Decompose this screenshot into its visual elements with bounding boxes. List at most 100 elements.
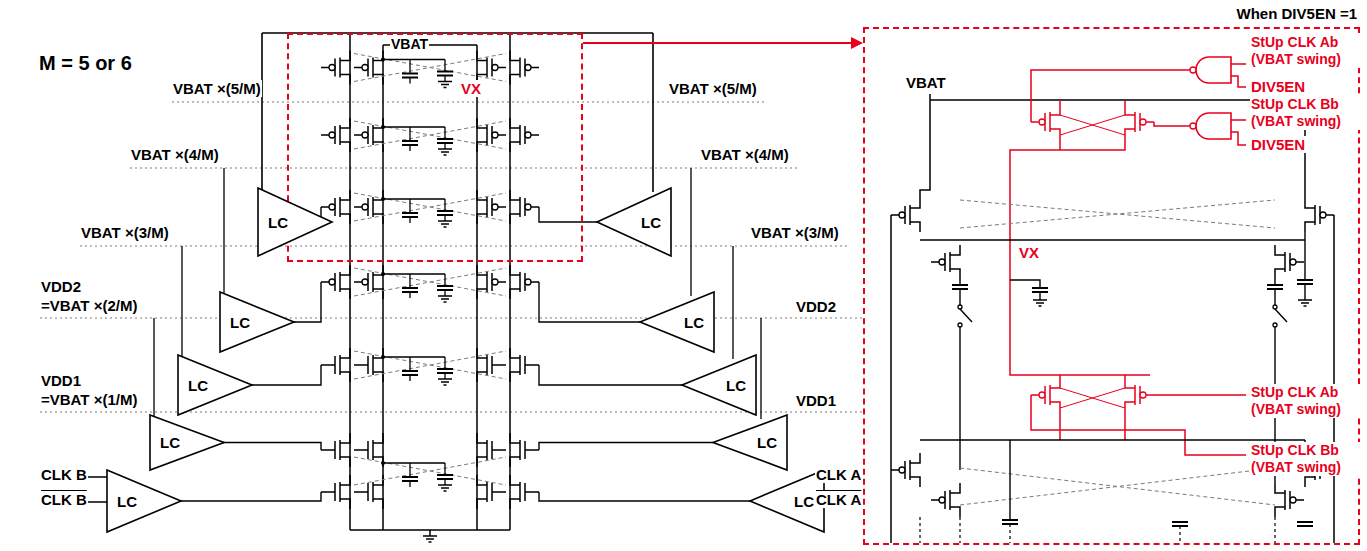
capacitor-symbol — [437, 211, 453, 215]
ground-symbol — [438, 82, 452, 88]
note: M = 5 or 6 — [38, 52, 133, 75]
inversion-bubble — [1290, 259, 1296, 265]
ground-symbol — [438, 379, 452, 385]
wire — [539, 492, 750, 501]
junction-dot — [381, 355, 385, 359]
transistor-symbol — [354, 348, 383, 382]
block-label: LC — [159, 434, 181, 451]
capacitor-symbol — [437, 475, 453, 479]
junction-dot — [381, 58, 385, 62]
transistor-symbol — [321, 433, 350, 467]
capacitor-symbol — [1002, 520, 1018, 524]
transistor-symbol — [321, 118, 350, 152]
signal-label: DIV5EN — [1250, 78, 1306, 95]
inversion-bubble — [1140, 119, 1146, 125]
wire — [383, 127, 445, 151]
wire — [223, 168, 224, 296]
capacitor-symbol — [402, 74, 418, 78]
transistor-symbol — [354, 433, 383, 467]
cross-coupling-line — [1060, 388, 1125, 408]
wire — [383, 357, 445, 381]
signal-label: VX — [1018, 244, 1040, 261]
inversion-bubble — [362, 279, 368, 285]
inversion-bubble — [1290, 497, 1296, 503]
transistor-symbol — [321, 265, 350, 299]
wire — [181, 246, 182, 359]
signal-label: CLK B — [40, 466, 88, 483]
level-converter: LC — [713, 415, 787, 470]
signal-label: CLK A — [815, 466, 862, 483]
transistor-symbol — [321, 51, 350, 85]
transistor-symbol — [1305, 198, 1334, 232]
signal-label: CLK B — [40, 491, 88, 508]
inversion-bubble — [492, 204, 498, 210]
wire — [1031, 70, 1190, 126]
signal-label: VDD1 — [40, 372, 82, 389]
inversion-bubble — [492, 65, 498, 71]
wire — [1060, 375, 1125, 378]
arrow-head — [851, 37, 863, 49]
signal-label: DIV5EN — [1250, 136, 1306, 153]
supply-level-line — [40, 411, 862, 412]
transistor-symbol — [510, 433, 539, 467]
signal-label: VBAT ×(3/M) — [750, 224, 840, 241]
triangle-outline — [713, 415, 787, 470]
capacitor-symbol — [437, 139, 453, 143]
ground-symbol — [423, 536, 437, 542]
capacitor-symbol — [437, 369, 453, 373]
capacitor-symbol — [1297, 280, 1313, 284]
wire — [891, 215, 1334, 543]
wire — [1060, 100, 1125, 105]
wire — [383, 274, 445, 298]
inversion-bubble — [1039, 392, 1045, 398]
junction-dot — [381, 272, 385, 276]
transistor-symbol — [477, 265, 506, 299]
supply-level-line — [80, 245, 847, 246]
transistor-symbol — [510, 118, 539, 152]
transistor-symbol — [321, 475, 350, 509]
triangle-outline — [597, 188, 671, 256]
inversion-bubble — [1039, 119, 1045, 125]
inversion-bubble — [492, 132, 498, 138]
inversion-bubble — [899, 212, 905, 218]
wire — [760, 318, 761, 419]
block-label: LC — [267, 214, 289, 231]
signal-label: VBAT ×(3/M) — [80, 224, 170, 241]
ground-symbol — [438, 221, 452, 227]
level-converter: LC — [597, 188, 671, 256]
wire — [732, 246, 733, 359]
wire — [1010, 280, 1040, 300]
supply-level-line — [130, 167, 797, 168]
signal-label: VBAT ×(4/M) — [130, 146, 220, 163]
wire — [539, 443, 713, 451]
transistor-symbol — [1031, 105, 1060, 139]
capacitor-symbol — [1297, 522, 1313, 526]
level-converter: LC — [750, 470, 824, 532]
nand-gate-symbol — [1196, 57, 1231, 83]
arrow-connector — [583, 37, 863, 49]
junction-dot — [381, 461, 385, 465]
junction-dot — [381, 125, 385, 129]
transistor-symbol — [477, 190, 506, 224]
inversion-bubble — [492, 279, 498, 285]
wire — [153, 318, 154, 419]
arrow-line — [583, 42, 852, 44]
signal-label: StUp CLK Bb (VBAT swing) — [1250, 96, 1364, 130]
triangle-outline — [750, 470, 824, 532]
level-converter: LC — [220, 292, 294, 352]
inversion-bubble — [329, 65, 335, 71]
capacitor-symbol — [402, 213, 418, 217]
capacitor-symbol — [402, 371, 418, 375]
inversion-bubble — [1140, 392, 1146, 398]
capacitor-symbol — [1172, 522, 1188, 526]
level-converter: LC — [178, 355, 252, 415]
inversion-bubble — [1273, 305, 1277, 309]
transistor-symbol — [891, 453, 920, 487]
signal-label: CLK A — [815, 491, 862, 508]
capacitor-symbol — [1032, 288, 1048, 292]
ground-symbol — [1298, 300, 1312, 306]
transistor-symbol — [354, 51, 383, 85]
wire — [383, 199, 445, 223]
level-converter: LC — [258, 188, 332, 256]
wire — [1231, 64, 1246, 145]
